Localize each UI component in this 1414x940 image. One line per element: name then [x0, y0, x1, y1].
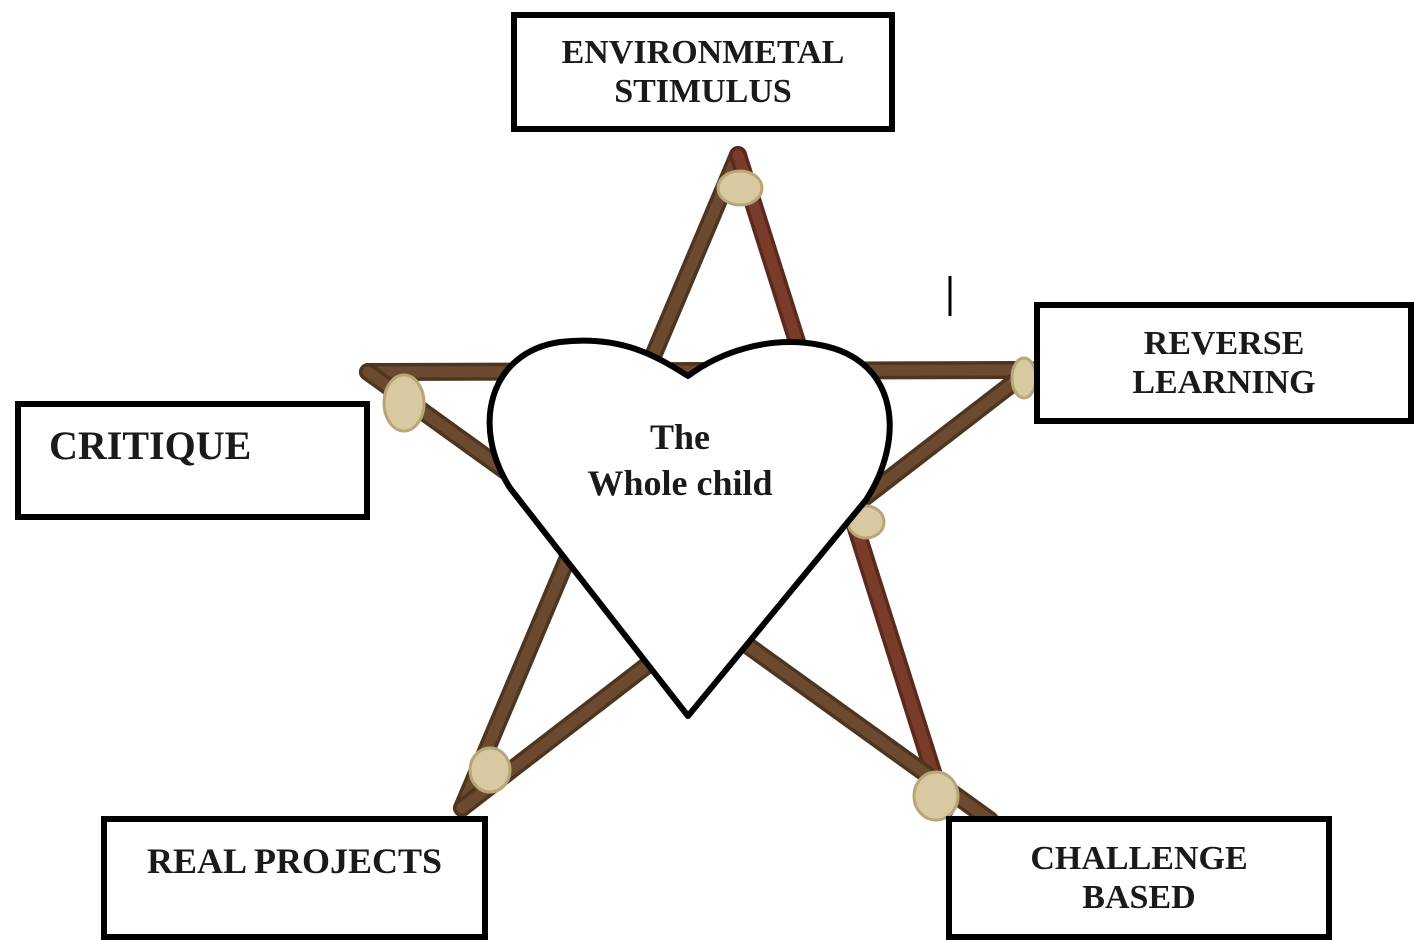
- twine-binding: [716, 169, 764, 207]
- label-box-right: REVERSE LEARNING: [1034, 302, 1414, 424]
- twine-binding: [382, 373, 426, 433]
- label-bottom-right-line1: CHALLENGE: [1030, 839, 1248, 877]
- label-box-left: CRITIQUE: [15, 401, 370, 520]
- heart-label-line1: The: [649, 417, 710, 457]
- label-bottom-right-line2: BASED: [1082, 879, 1196, 916]
- label-left-text: CRITIQUE: [49, 422, 252, 468]
- heart-label-line2: Whole child: [587, 463, 773, 503]
- label-top-line1: ENVIRONMETAL: [561, 33, 845, 71]
- label-box-bottom-left: REAL PROJECTS: [101, 816, 488, 940]
- label-right-line2: LEARNING: [1132, 364, 1316, 401]
- label-bottom-left-text: REAL PROJECTS: [146, 841, 443, 882]
- label-right-line1: REVERSE: [1143, 324, 1305, 362]
- heart-label: The Whole child: [560, 414, 800, 506]
- twine-binding: [1010, 356, 1038, 400]
- twine-binding: [468, 746, 512, 794]
- twine-binding: [912, 770, 960, 822]
- heart-shape: [486, 337, 893, 719]
- label-top-line2: STIMULUS: [614, 73, 792, 110]
- label-box-bottom-right: CHALLENGE BASED: [946, 816, 1332, 940]
- label-box-top: ENVIRONMETAL STIMULUS: [511, 12, 895, 132]
